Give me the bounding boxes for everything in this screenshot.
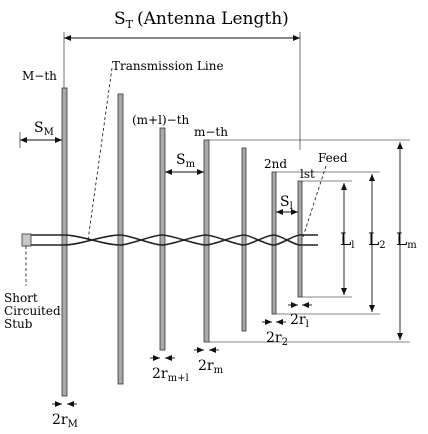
- element-m-minus-1: [241, 147, 247, 332]
- label-m-plus-1-th: (m+l)−th: [132, 113, 190, 127]
- element-M-1: [117, 93, 124, 385]
- label-M-th: M−th: [22, 69, 57, 83]
- label-feed: Feed: [318, 151, 348, 165]
- feed-leader: [301, 165, 327, 241]
- element-m: [203, 139, 210, 343]
- element-1st: [297, 180, 303, 298]
- antenna-length-label: ST(Antenna Length): [114, 9, 289, 31]
- label-2r1: 2rl: [290, 312, 309, 330]
- label-Lm: Lm: [396, 230, 417, 251]
- transmission-line-leader: [87, 67, 113, 241]
- label-SM: SM: [34, 120, 54, 138]
- label-2rm: 2rm: [198, 358, 224, 376]
- label-L2: L2: [368, 230, 386, 251]
- label-m-th: m−th: [194, 125, 228, 139]
- transmission-line-lower: [30, 234, 318, 246]
- element-2nd: [271, 171, 277, 315]
- short-circuited-stub-block: [21, 233, 32, 247]
- label-2rM: 2rM: [52, 412, 78, 430]
- label-L1: Ll: [340, 230, 355, 251]
- label-short-circuited-stub: Short Circuited Stub: [4, 291, 64, 331]
- label-transmission-line: Transmission Line: [112, 59, 224, 73]
- label-S1: Sl: [280, 194, 293, 212]
- label-2r2: 2r2: [266, 330, 288, 348]
- label-2nd: 2nd: [264, 157, 287, 171]
- element-m-plus-1: [159, 127, 166, 351]
- element-M: [61, 87, 68, 397]
- label-Sm: Sm: [176, 152, 196, 170]
- label-1st: lst: [300, 167, 315, 181]
- label-2rm1: 2rm+l: [152, 366, 189, 384]
- transmission-line-upper: [30, 234, 318, 246]
